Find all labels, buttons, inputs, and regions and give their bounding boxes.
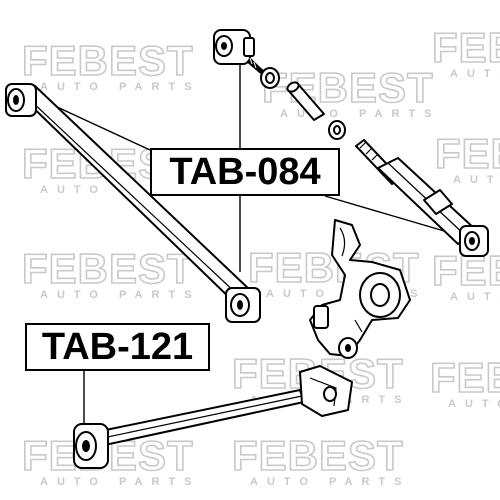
left-bushing — [5, 83, 37, 117]
svg-text:AUTO PARTS: AUTO PARTS — [40, 476, 201, 488]
rod-body — [377, 157, 477, 245]
nut-1 — [260, 67, 280, 89]
svg-text:AUTO PARTS: AUTO PARTS — [40, 81, 201, 93]
svg-text:AUTO PARTS: AUTO PARTS — [453, 174, 500, 186]
svg-text:FEBEST: FEBEST — [430, 354, 500, 401]
svg-text:AUTO PARTS: AUTO PARTS — [448, 398, 500, 410]
watermark-layer: FEBEST AUTO PARTS FEBEST AUTO PARTS FEBE… — [21, 23, 500, 488]
watermark: FEBEST AUTO PARTS — [21, 36, 201, 93]
part-label-upper: TAB-084 — [150, 148, 340, 196]
svg-text:FEBEST: FEBEST — [432, 24, 500, 71]
upper-control-arm — [5, 83, 261, 323]
watermark: FEBEST AUTO PARTS — [21, 244, 201, 301]
part-label-lower: TAB-121 — [25, 323, 210, 371]
lower-arm-bracket — [299, 365, 353, 417]
threaded-stud — [246, 57, 264, 74]
watermark: FEBEST AUTO PARTS — [429, 353, 500, 410]
watermark: FEBEST AUTO PARTS — [231, 431, 411, 488]
knuckle — [309, 219, 411, 359]
nut-2 — [328, 120, 346, 140]
svg-text:AUTO PARTS: AUTO PARTS — [40, 289, 201, 301]
watermark: FEBEST AUTO PARTS — [431, 23, 500, 80]
svg-text:FEBEST: FEBEST — [22, 245, 194, 292]
lower-control-arm — [73, 365, 353, 469]
top-bushing — [213, 29, 255, 65]
svg-text:FEBEST: FEBEST — [435, 130, 500, 177]
svg-text:FEBEST: FEBEST — [22, 37, 194, 84]
watermark: FEBEST AUTO PARTS — [431, 246, 500, 303]
lower-left-bushing — [73, 423, 109, 469]
svg-text:FEBEST: FEBEST — [232, 432, 404, 479]
svg-text:AUTO PARTS: AUTO PARTS — [450, 291, 500, 303]
watermark: FEBEST AUTO PARTS — [434, 129, 500, 186]
end-bushing — [459, 225, 489, 257]
right-bushing — [225, 287, 261, 323]
adjustable-rod-assembly — [213, 29, 489, 257]
svg-text:AUTO PARTS: AUTO PARTS — [250, 476, 411, 488]
sleeve — [286, 81, 325, 121]
svg-text:AUTO PARTS: AUTO PARTS — [450, 68, 500, 80]
